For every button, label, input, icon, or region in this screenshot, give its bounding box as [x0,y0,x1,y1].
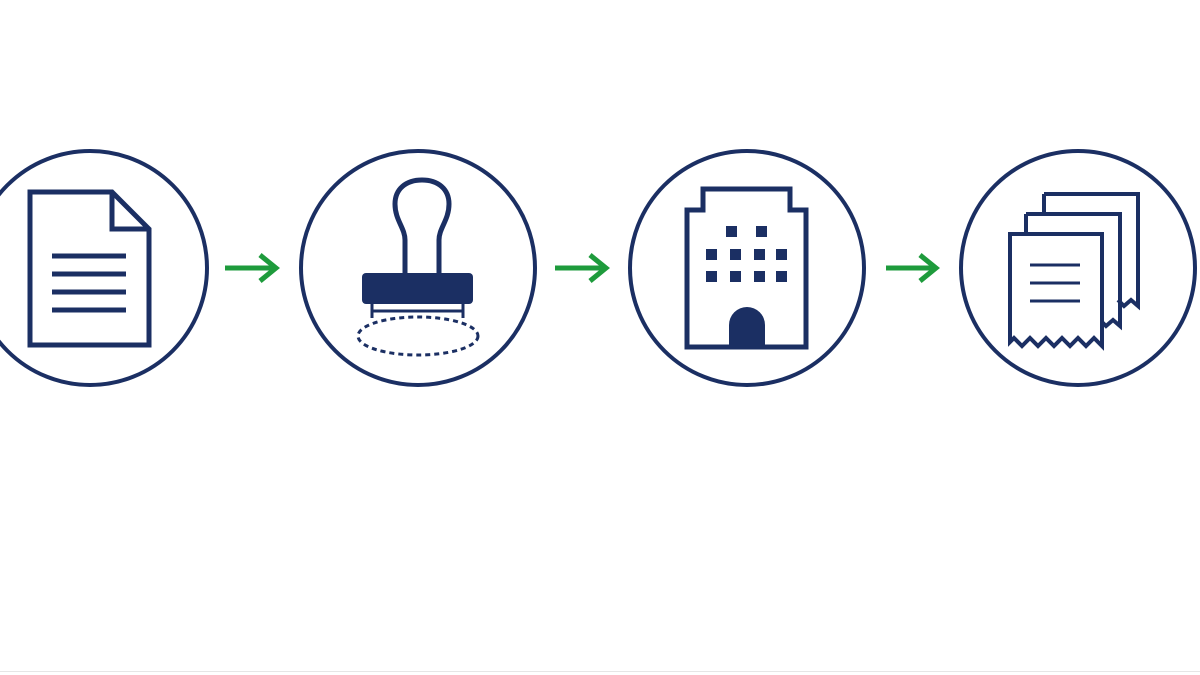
step-circle [0,149,209,387]
step-circle [959,149,1197,387]
step-stamp [299,149,537,387]
step-building [628,149,866,387]
flow-arrow-2 [555,253,610,283]
document-icon [27,189,152,348]
office-building-icon [684,186,809,350]
step-circle [299,149,537,387]
flow-arrow-1 [225,253,280,283]
bottom-divider [0,671,1200,672]
rubber-stamp-icon [356,177,480,357]
step-circle [628,149,866,387]
step-document [0,149,209,387]
step-receipts [959,149,1197,387]
flow-arrow-3 [886,253,940,283]
receipts-stack-icon [1008,192,1140,351]
